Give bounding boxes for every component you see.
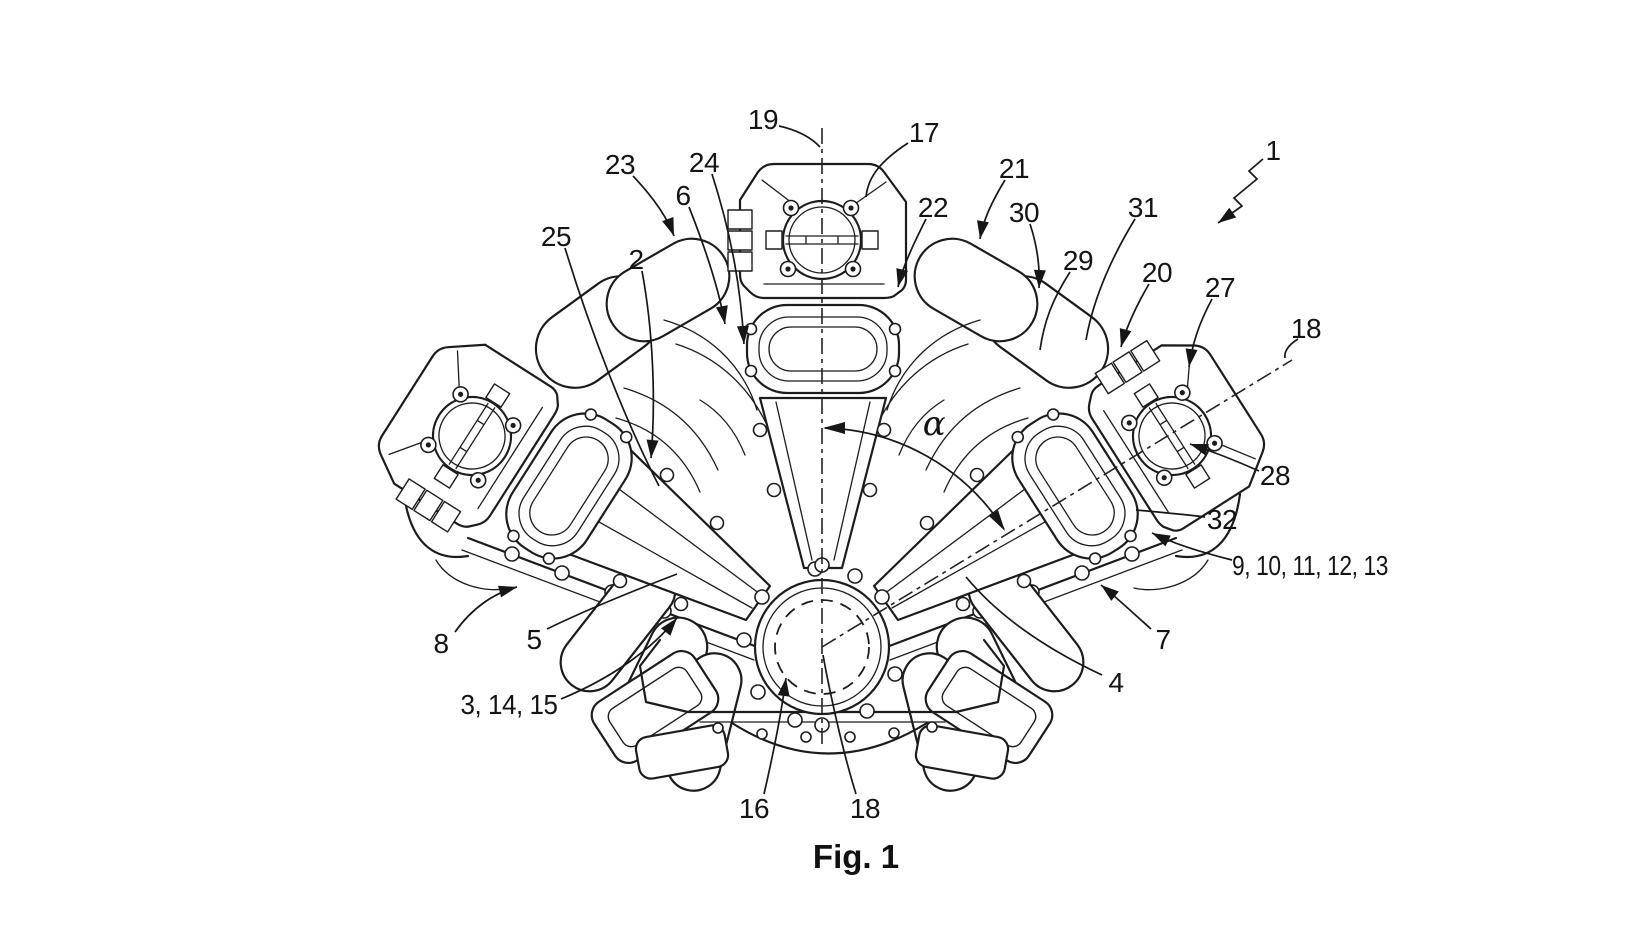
angle-arc: [823, 422, 1005, 531]
angle-arrowhead-right: [989, 510, 1005, 531]
leader-30: [1029, 223, 1046, 289]
leader-8: [454, 585, 518, 633]
ref-label-16: 16: [739, 793, 769, 824]
throttle-body-left: [377, 343, 560, 533]
leader-5: [546, 573, 678, 630]
ref-label-22: 22: [918, 192, 948, 223]
ref-label-8: 8: [433, 628, 448, 659]
ref-label-6: 6: [675, 180, 690, 211]
leader-23: [632, 175, 675, 237]
ref-label-25: 25: [541, 221, 571, 252]
bank-axis-centerline: [821, 359, 1293, 648]
leader-1: [1217, 158, 1264, 224]
leader-22: [896, 218, 927, 288]
leader-17: [865, 142, 909, 198]
figure-caption: Fig. 1: [812, 838, 900, 875]
throttle-body-right: [1087, 339, 1266, 532]
intake-horns: [534, 237, 1110, 389]
bank-arm-top: [752, 396, 892, 570]
leader-6: [688, 206, 728, 325]
ref-label-24: 24: [689, 147, 719, 178]
leader-31: [1085, 218, 1136, 341]
intake-runner-curves: [615, 319, 1029, 493]
ref-label-1: 1: [1265, 135, 1280, 166]
ref-label-21: 21: [999, 153, 1029, 184]
ref-label-5: 5: [526, 624, 541, 655]
leader-18-right: [1284, 338, 1299, 359]
leader-lines: [454, 125, 1299, 795]
leader-3-14-15: [560, 617, 678, 700]
ref-label-9-13: 9, 10, 11, 12, 13: [1232, 550, 1388, 581]
intake-flange-top: [744, 303, 902, 395]
ref-label-4: 4: [1108, 667, 1123, 698]
ref-label-18-right: 18: [1291, 313, 1321, 344]
ref-label-alpha: α: [923, 404, 946, 444]
ref-label-3-14-15: 3, 14, 15: [461, 689, 558, 720]
leader-20: [1119, 283, 1150, 348]
ref-label-19: 19: [748, 104, 778, 135]
intake-flange-right: [1011, 408, 1139, 565]
ref-label-17: 17: [909, 117, 939, 148]
leader-28: [1189, 443, 1260, 472]
throttle-body-top: [727, 162, 908, 300]
ref-label-20: 20: [1142, 257, 1172, 288]
leader-9-13: [1151, 532, 1233, 561]
leader-19: [778, 125, 821, 148]
leader-32: [1135, 509, 1206, 518]
leader-7: [1100, 584, 1152, 630]
leader-21: [977, 179, 1006, 240]
angle-arrowhead-left: [823, 422, 845, 434]
ref-label-18-bottom: 18: [850, 793, 880, 824]
ref-label-30: 30: [1009, 197, 1039, 228]
ref-label-28: 28: [1260, 460, 1290, 491]
leader-25: [564, 247, 660, 487]
leader-27: [1185, 298, 1213, 368]
leader-24: [711, 173, 749, 345]
exhaust-manifold-right: [901, 559, 1085, 792]
leader-16: [763, 677, 790, 795]
intake-flange-left: [505, 408, 633, 565]
ref-label-7: 7: [1155, 624, 1170, 655]
ref-label-32: 32: [1207, 504, 1237, 535]
leader-29: [1039, 271, 1071, 351]
ref-label-2: 2: [628, 244, 643, 275]
leader-4: [965, 576, 1103, 676]
ref-label-31: 31: [1128, 192, 1158, 223]
ref-label-29: 29: [1063, 245, 1093, 276]
leader-18-bottom: [822, 654, 857, 795]
leader-2: [641, 270, 659, 459]
ref-label-23: 23: [605, 149, 635, 180]
ref-label-27: 27: [1205, 272, 1235, 303]
